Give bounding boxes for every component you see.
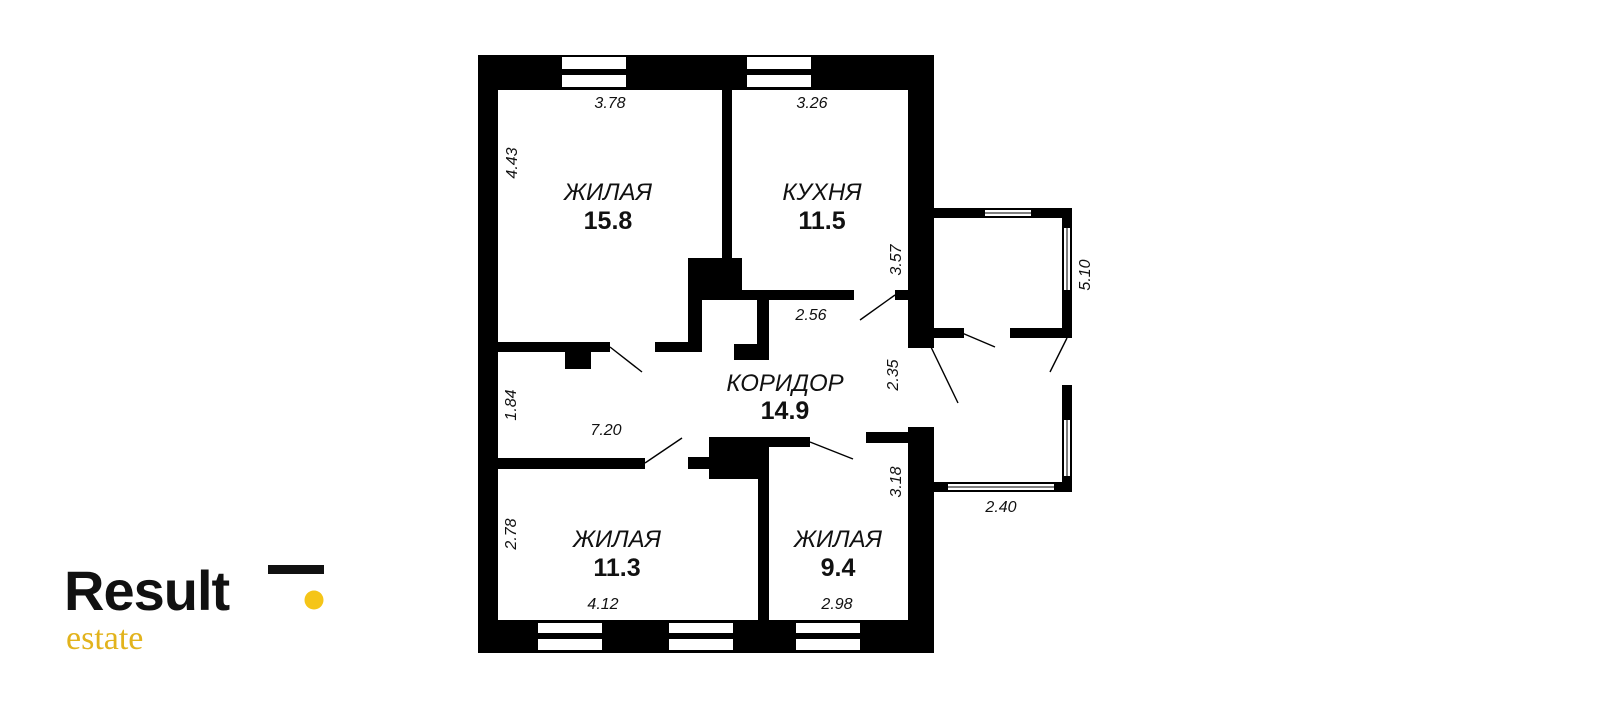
balcony-window-top [985,210,1031,216]
room-name: ЖИЛАЯ [563,179,653,206]
door-living3 [809,441,854,460]
wall-living1-kitchen [722,55,732,260]
room-area: 15.8 [584,207,633,235]
room-corridor: КОРИДОР 14.9 [726,370,843,425]
door-kitchen [859,294,896,321]
logo-dot [304,590,324,610]
balcony-wall-stub-right [1010,328,1072,338]
window-top-left [562,57,626,87]
door-balcony-inner [961,332,996,348]
room-area: 11.5 [798,207,845,235]
dim-living3-height: 3.18 [888,466,905,497]
wall-kitchen-bottom [742,290,854,300]
room-living-3: ЖИЛАЯ 9.4 [793,526,883,582]
chimney-foot [655,342,702,352]
wall-corridor-bottom-left [478,458,645,469]
dim-kitchen-width: 3.26 [796,95,827,112]
logo-sub: estate [66,620,143,657]
room-name: КОРИДОР [726,370,843,397]
wall-corridor-bottom-right [767,437,810,447]
outer-corner-notch [918,55,934,65]
outer-wall-left [478,55,498,653]
room-kitchen: КУХНЯ 11.5 [782,179,862,235]
room-area: 11.3 [593,554,640,582]
chimney-block [688,258,742,300]
balcony-wall-stub-left [934,328,964,338]
window-bottom-1 [538,623,602,650]
dim-corridor-upper: 2.56 [794,307,826,324]
dim-balcony-width: 2.40 [984,499,1016,516]
logo-t-bar [268,565,324,574]
wall-stub-right [866,432,908,443]
room-name: ЖИЛАЯ [793,526,883,553]
block-lower-center [709,437,767,479]
chimney-stem [688,298,702,352]
dim-balcony-height: 5.10 [1077,259,1094,290]
window-bottom-2 [669,623,733,650]
balcony-window-bottom [948,484,1054,490]
dim-corridor-left: 1.84 [503,389,520,420]
brand-logo: Result estate [64,559,324,657]
balcony-window-right-lower [1064,420,1070,476]
wall-living2-living3 [758,445,769,653]
wall-stub-lower [688,457,710,469]
room-living-2: ЖИЛАЯ 11.3 [572,526,662,582]
dim-corridor-right: 2.35 [885,359,902,391]
room-area: 14.9 [761,397,810,425]
room-living-1: ЖИЛАЯ 15.8 [563,179,653,235]
dim-living3-width: 2.98 [820,596,852,613]
walls [478,55,1072,653]
dim-kitchen-height: 3.57 [888,243,905,275]
room-area: 9.4 [821,554,856,582]
dim-corridor-length: 7.20 [590,422,621,439]
door-balcony-outer [1049,337,1068,373]
wall-kitchen-post [895,290,908,300]
wall-living1-corridor [478,342,610,352]
dimensions: 3.78 4.43 3.26 3.57 2.56 7.20 1.84 2.35 … [503,95,1094,613]
logo-name: Result [64,559,229,622]
dim-living2-height: 2.78 [503,518,520,550]
dim-living2-width: 4.12 [587,596,618,613]
window-top-right [747,57,811,87]
doors [609,294,1068,464]
door-balcony-right [929,344,959,404]
dim-living1-height: 4.43 [504,147,521,178]
windows [538,57,1070,650]
door-living1 [609,346,643,373]
outer-wall-right-lower [908,427,934,653]
room-name: ЖИЛАЯ [572,526,662,553]
outer-wall-top [478,55,934,90]
wall-stub-living1 [565,350,591,369]
balcony-window-right [1064,228,1070,290]
outer-wall-right-upper [908,55,934,348]
window-bottom-3 [796,623,860,650]
door-living2 [644,437,683,464]
room-name: КУХНЯ [782,179,862,206]
column-corridor-base [734,344,769,360]
dim-living1-width: 3.78 [594,95,625,112]
